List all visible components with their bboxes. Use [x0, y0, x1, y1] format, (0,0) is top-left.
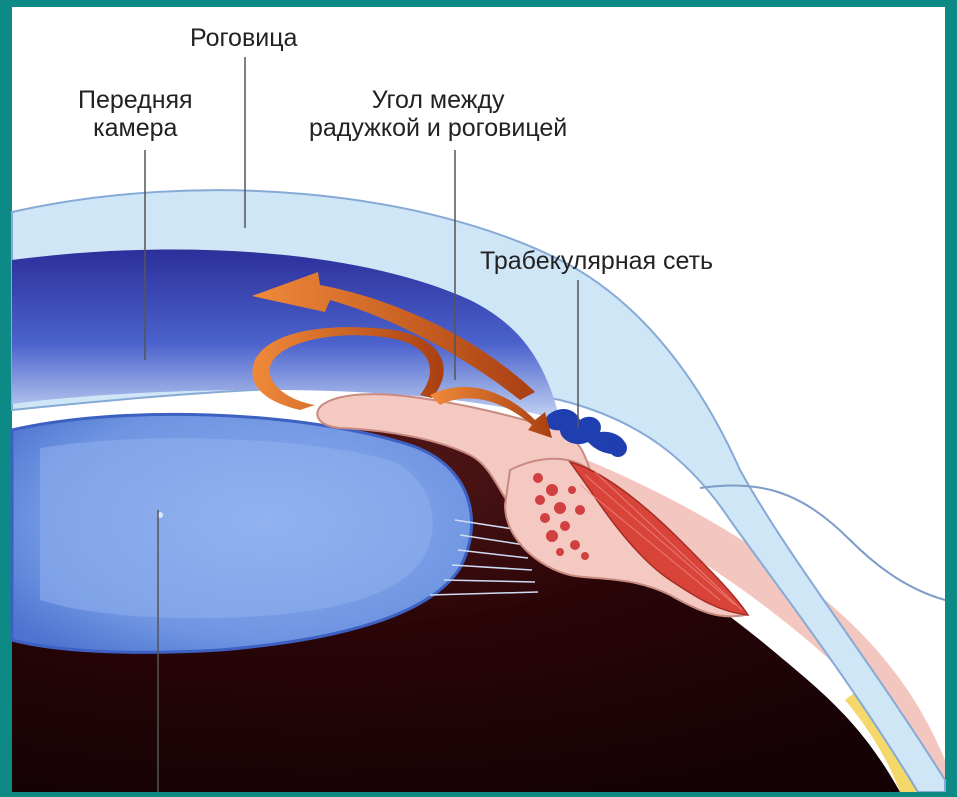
label-angle-line2: радужкой и роговицей: [309, 114, 567, 142]
label-anterior-chamber-line2: камера: [78, 114, 193, 142]
label-anterior-chamber: Передняя камера: [78, 86, 193, 142]
label-cornea-text: Роговица: [190, 24, 297, 52]
label-iridocorneal-angle: Угол между радужкой и роговицей: [309, 86, 567, 142]
label-cornea: Роговица: [190, 24, 297, 52]
lens-nucleus: [40, 438, 433, 618]
label-trabecular-text: Трабекулярная сеть: [480, 247, 713, 275]
label-trabecular-meshwork: Трабекулярная сеть: [480, 247, 713, 275]
label-angle-line1: Угол между: [309, 86, 567, 114]
label-anterior-chamber-line1: Передняя: [78, 86, 193, 114]
